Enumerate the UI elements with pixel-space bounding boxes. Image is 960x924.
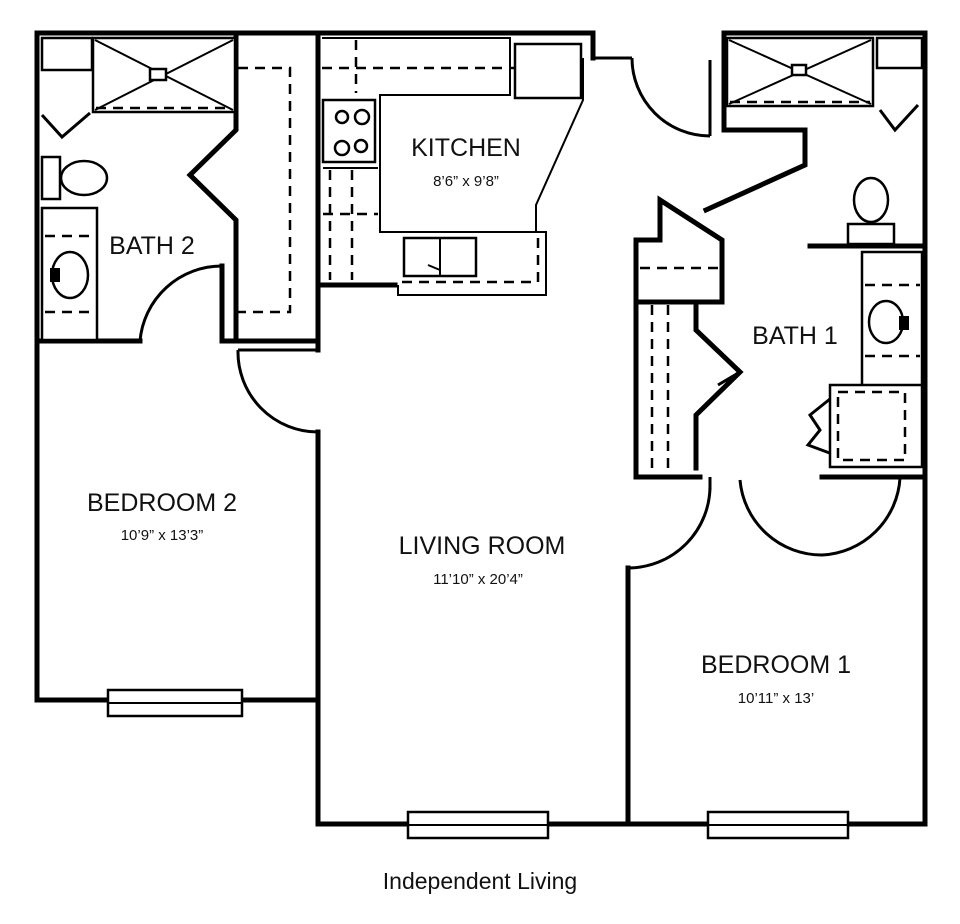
plan-caption: Independent Living: [383, 868, 577, 894]
kitchen-size: 8’6” x 9’8”: [433, 173, 499, 190]
entry-door-swing: [630, 57, 711, 138]
bath-2-label: BATH 2: [109, 232, 195, 260]
bedroom-1-door-swing: [627, 484, 712, 570]
living-room-label: LIVING ROOM: [399, 532, 566, 560]
toilet-icon: [846, 176, 896, 246]
bedroom-1-label: BEDROOM 1: [701, 651, 851, 679]
bath-2-fixtures: [40, 36, 292, 342]
kitchen-sink-icon: [402, 236, 478, 278]
bath-2-door-swing: [138, 264, 223, 342]
labels: KITCHEN 8’6” x 9’8” BATH 2 BATH 1 BEDROO…: [87, 134, 851, 894]
refrigerator: [513, 42, 583, 100]
exterior-walls: [34, 30, 928, 827]
kitchen-label: KITCHEN: [411, 134, 521, 162]
bath-1-fixtures: [640, 36, 924, 470]
living-room-size: 11’10” x 20’4”: [433, 571, 523, 588]
sink-icon: [50, 250, 90, 300]
windows: [106, 688, 850, 840]
doors: [40, 56, 920, 570]
kitchen-fixtures: [321, 37, 584, 296]
toilet-icon: [40, 155, 109, 201]
bedroom-2-label: BEDROOM 2: [87, 489, 237, 517]
bedroom-2-door-swing: [236, 349, 319, 434]
bedroom-1-size: 10’11” x 13’: [738, 690, 814, 707]
sink-icon: [867, 299, 909, 345]
stove-icon: [321, 98, 377, 164]
bath-1-label: BATH 1: [752, 322, 838, 350]
bath-1-door-swing: [738, 477, 902, 557]
bedroom-2-size: 10’9” x 13’3”: [121, 527, 204, 544]
